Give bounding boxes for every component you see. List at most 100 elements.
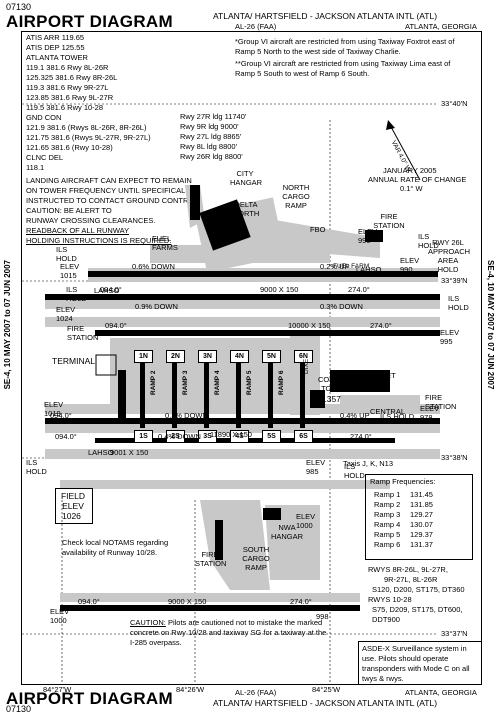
- ramp-freq-name: Ramp 4: [374, 520, 401, 529]
- ramp-6-label: RAMP 6: [278, 370, 285, 395]
- comm-line: 123.85 381.6 Rwy 9L-27R: [26, 93, 114, 102]
- ramp-5-label: RAMP 5: [246, 370, 253, 395]
- rwy-heading: 274.0°: [370, 321, 392, 330]
- ils-hold-label: ILS HOLD: [66, 285, 87, 303]
- rwy-heading: 274.0°: [350, 432, 372, 441]
- lahso-label: LAHSO: [356, 265, 382, 274]
- landing-note-line: RUNWAY CROSSING CLEARANCES.: [26, 216, 156, 225]
- chart-frame: [21, 31, 482, 685]
- longitude-label: 84°27'W: [43, 685, 72, 694]
- central-cargo-label: CENTRAL CARGO: [370, 407, 405, 425]
- dixe-label: DIXE: [303, 358, 310, 374]
- comm-line: 121.9 381.6 (Rwys 8L-26R, 8R-26L): [26, 123, 147, 132]
- ramp-freq-name: Ramp 5: [374, 530, 401, 539]
- ramp-freq-value: 130.07: [410, 520, 433, 529]
- gate-4n: 4N: [230, 350, 249, 363]
- gate-2s: 2S: [166, 430, 185, 443]
- ils-hold-label: ILS HOLD: [380, 412, 415, 421]
- ils-hold-label: ILS HOLD: [448, 294, 469, 312]
- comm-line: ATIS ARR 119.65: [26, 33, 85, 42]
- rwy-slope: 0.3% DOWN: [165, 411, 208, 420]
- ramp-2-label: RAMP 2: [150, 370, 157, 395]
- south-cargo-label: SOUTH CARGO RAMP: [242, 545, 270, 572]
- rwy-slope: 0.3% DOWN: [320, 302, 363, 311]
- ils-hold-label: ILS HOLD: [198, 292, 233, 301]
- rwy-dims: 9000 X 150: [168, 597, 207, 606]
- footer-city: ATLANTA, GEORGIA: [405, 688, 477, 697]
- dal-jet-base-label: DAL JET BASE: [366, 371, 396, 389]
- latitude-label: 33°40'N: [441, 99, 468, 108]
- ramp-freq-value: 129.37: [410, 530, 433, 539]
- rwy-heading: 274.0°: [290, 597, 312, 606]
- closed-rwy-note: Check local NOTAMS regarding availabilit…: [62, 538, 169, 557]
- delta-north-label: DELTA NORTH: [232, 200, 260, 218]
- ils-hold-label: ILS HOLD: [26, 458, 47, 476]
- airport-name: ATLANTA/ HARTSFIELD - JACKSON ATLANTA IN…: [213, 11, 438, 21]
- comm-line: 121.65 381.6 (Rwy 10-28): [26, 143, 113, 152]
- comm-line: CLNC DEL: [26, 153, 64, 162]
- rwy-slope: 0.4% DOWN: [158, 432, 201, 441]
- al-number: AL-26 (FAA): [235, 22, 277, 31]
- city-hangar-label: CITY HANGAR: [230, 169, 263, 187]
- effective-date-right: SE-4, 10 MAY 2007 to 07 JUN 2007: [486, 260, 495, 390]
- ramp-freq-value: 131.37: [410, 540, 433, 549]
- ramp-freq-name: Ramp 1: [374, 490, 401, 499]
- chart-code-bottom: 07130: [6, 704, 32, 714]
- rwy-heading: 094.0°: [50, 411, 72, 420]
- rwy-length: Rwy 9R ldg 9000': [180, 122, 239, 131]
- footer-airport-name: ATLANTA/ HARTSFIELD - JACKSON ATLANTA IN…: [213, 698, 438, 708]
- rwy-slope: 0.2% UP: [320, 262, 350, 271]
- comm-line: 118.1: [26, 163, 45, 172]
- north-cargo-label: NORTH CARGO RAMP: [282, 183, 310, 210]
- rwy-slope: 0.6% DOWN: [132, 262, 175, 271]
- comm-line: 119.1 381.6 Rwy 8L-26R: [26, 63, 109, 72]
- ils-hold-label: ILS HOLD: [56, 245, 77, 263]
- landing-note-line: LANDING AIRCRAFT CAN EXPECT TO REMAIN: [26, 176, 192, 185]
- asde-note: ASDE-X Surveillance system in use. Pilot…: [362, 644, 470, 683]
- chart-code-top: 07130: [6, 2, 32, 12]
- variation-rate: 0.1° W: [400, 184, 423, 193]
- rwy-heading: 094.0°: [105, 321, 127, 330]
- lahso-label: LAHSO: [94, 286, 120, 295]
- longitude-label: 84°26'W: [176, 685, 205, 694]
- variation-label: ANNUAL RATE OF CHANGE: [368, 175, 467, 184]
- gate-6n: 6N: [294, 350, 313, 363]
- gate-3n: 3N: [198, 350, 217, 363]
- gate-6s: 6S: [294, 430, 313, 443]
- fire-station-label: FIRE STATION: [67, 324, 99, 342]
- rwy-dims: 9001 X 150: [110, 448, 149, 457]
- fire-station-label: FIRE STATION: [195, 550, 227, 568]
- rwy-length: Rwy 26R ldg 8800': [180, 152, 243, 161]
- rwy-slope: 0.9% DOWN: [135, 302, 178, 311]
- nwa-hangar-label: NWA HANGAR: [270, 523, 304, 541]
- comm-line: GND CON: [26, 113, 62, 122]
- rwy-length: Rwy 27R ldg 11740': [180, 112, 247, 121]
- landing-note-line: CAUTION: BE ALERT TO: [26, 206, 112, 215]
- gate-2n: 2N: [166, 350, 185, 363]
- comm-line: 125.325 381.6 Rwy 8R-26L: [26, 73, 118, 82]
- ramp-freq-name: Ramp 6: [374, 540, 401, 549]
- ramp-4-label: RAMP 4: [214, 370, 221, 395]
- fuel-farms-label: FUEL FARMS: [152, 234, 178, 252]
- rwy-strength-line: S75, D209, ST175, DT600,: [372, 605, 463, 614]
- rwy-strength-line: RWYS 10-28: [368, 595, 412, 604]
- comm-line: ATIS DEP 125.55: [26, 43, 85, 52]
- fuel-farm-label: FUEL FARM: [333, 263, 370, 270]
- footer-title: AIRPORT DIAGRAM: [6, 689, 173, 708]
- runway-8r-26l: [45, 294, 440, 300]
- group-vi-note-1: *Group VI aircraft are restricted from u…: [235, 37, 455, 56]
- rwy-heading: 094.0°: [55, 432, 77, 441]
- caution-note: CAUTION: Pilots are cautioned not to mis…: [130, 618, 327, 647]
- rwy-heading: 274.0°: [348, 285, 370, 294]
- longitude-label: 84°25'W: [312, 685, 341, 694]
- comm-line: 119.3 381.6 Rwy 9R-27L: [26, 83, 109, 92]
